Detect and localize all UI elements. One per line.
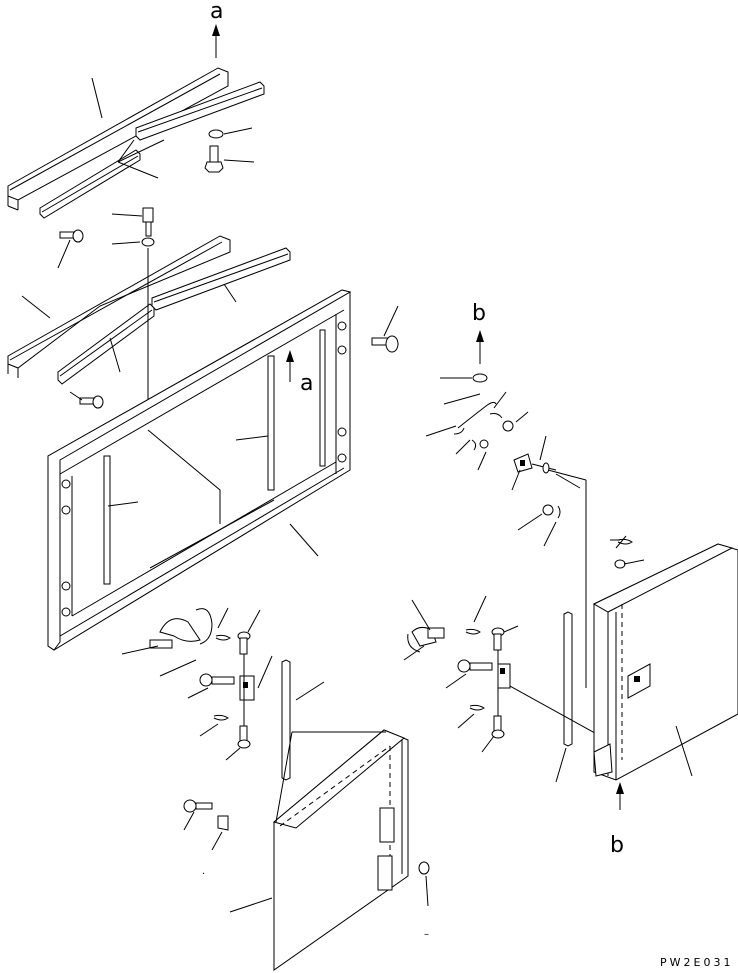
pin-right-upper bbox=[491, 627, 505, 651]
frame-seal-strip-3 bbox=[319, 329, 326, 467]
washer-right-top bbox=[472, 373, 488, 383]
main-frame: a bbox=[47, 289, 399, 651]
clip-left bbox=[217, 815, 229, 831]
drawing-code: PW2E031 bbox=[660, 956, 733, 969]
spring-pin-right-4 bbox=[469, 704, 485, 711]
spring-pin-right-1 bbox=[489, 413, 503, 419]
spring-pin-1 bbox=[215, 634, 231, 641]
washer-middle bbox=[141, 237, 155, 247]
frame-seal-strip-1 bbox=[103, 455, 111, 585]
arrow-a-frame bbox=[286, 350, 294, 382]
bolt-lower-left bbox=[79, 395, 104, 409]
callout-b-top: b bbox=[472, 301, 486, 326]
arrow-a-top bbox=[212, 24, 220, 58]
left-door-hardware: · – bbox=[121, 607, 429, 940]
svg-text:·: · bbox=[202, 869, 205, 880]
svg-text:–: – bbox=[424, 929, 429, 940]
callout-a-top: a bbox=[210, 0, 223, 24]
callout-b-bottom: b bbox=[610, 833, 624, 858]
upper-seal-strip-right bbox=[135, 81, 265, 141]
bolt-right-door-horizontal bbox=[457, 659, 493, 673]
washer-right-2 bbox=[502, 420, 514, 432]
door-panel-left bbox=[229, 729, 430, 971]
lower-bracket-assembly bbox=[7, 235, 291, 430]
callout-a-frame: a bbox=[300, 371, 313, 396]
washer-upper bbox=[208, 129, 224, 139]
door-seal-strip-right bbox=[563, 611, 573, 747]
latch-left bbox=[149, 608, 213, 649]
latch-rod-right bbox=[457, 401, 497, 429]
spring-pin-2 bbox=[213, 714, 229, 721]
spring-pin-right-2 bbox=[557, 505, 561, 519]
bolt-left-door-horizontal bbox=[199, 673, 235, 687]
lower-seal-strip-right bbox=[151, 247, 291, 311]
arrow-b-top bbox=[476, 330, 484, 364]
knob-left-door bbox=[418, 861, 430, 875]
pin-upper bbox=[237, 631, 251, 655]
hinge-right bbox=[497, 663, 511, 689]
bolt-left-door-small bbox=[183, 799, 213, 813]
spring-pin-right-3 bbox=[465, 628, 481, 635]
pin-lower bbox=[237, 725, 251, 749]
bolt-left-horizontal bbox=[59, 229, 84, 243]
frame-seal-strip-2 bbox=[267, 355, 275, 491]
door-seal-strip-left bbox=[281, 659, 291, 781]
lower-seal-strip-left bbox=[57, 303, 155, 385]
bolt-middle-vertical bbox=[142, 207, 154, 237]
latch-right bbox=[407, 626, 445, 653]
bolt-frame-right bbox=[371, 335, 399, 353]
door-panel-right: b bbox=[547, 469, 738, 858]
bolt-upper-right bbox=[204, 145, 224, 173]
arrow-b-bottom bbox=[616, 782, 624, 810]
pin-right-lower bbox=[491, 715, 505, 739]
upper-bracket-assembly: a bbox=[7, 0, 265, 269]
hinge-pin-right bbox=[513, 453, 557, 474]
right-door-hardware: b bbox=[403, 301, 605, 783]
washer-right-3 bbox=[542, 504, 554, 516]
